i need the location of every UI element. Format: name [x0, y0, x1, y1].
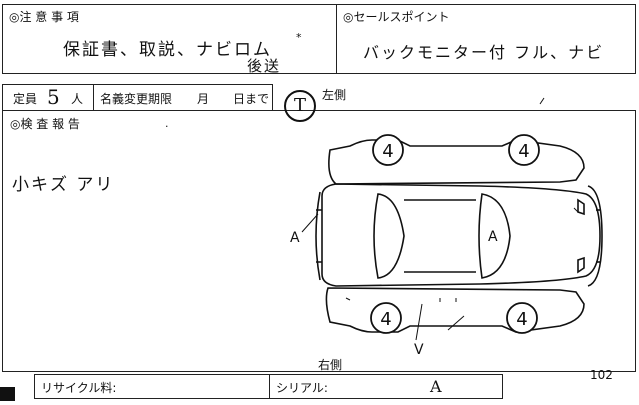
- rear-bumper: [315, 191, 321, 281]
- inspection-frame: [2, 110, 636, 372]
- left-side-label: 左側: [322, 88, 347, 102]
- mark-windshield: A: [488, 229, 498, 245]
- serial-box: シリアル: A: [269, 374, 503, 399]
- mark-left-door: A: [290, 230, 300, 246]
- sales-point-handwritten: バックモニター付 フル、ナビ: [363, 43, 605, 62]
- tread-front-right: 4: [516, 309, 527, 330]
- roof-line: [404, 199, 476, 273]
- capacity-label-suffix: 人: [71, 92, 84, 106]
- serial-mark: A: [430, 377, 444, 396]
- inspection-handwritten: 小キズ アリ: [12, 175, 115, 195]
- right-side-label: 右側: [318, 358, 343, 372]
- recycle-label: リサイクル料:: [41, 381, 117, 395]
- front-bumper: [587, 185, 603, 287]
- notes-box: ◎注 意 事 項 保証書、取説、ナビロム * 後送: [2, 4, 337, 75]
- tread-rear-left: 4: [382, 141, 393, 162]
- left-side-panel: [328, 139, 585, 185]
- notes-heading: ◎注 意 事 項: [9, 10, 79, 24]
- inspection-dot: ·: [165, 120, 169, 133]
- right-side-panel: [325, 287, 585, 333]
- recycle-box: リサイクル料:: [34, 374, 270, 399]
- sales-point-heading: ◎セールスポイント: [343, 10, 450, 24]
- windshield: [478, 193, 511, 279]
- tire-rear-left: [372, 134, 404, 166]
- capacity-handwritten-count: 5: [47, 85, 62, 109]
- drive-mark: T: [293, 95, 306, 116]
- tire-rear-right: [370, 302, 402, 334]
- notes-handwritten-line1: 保証書、取説、ナビロム: [63, 40, 272, 60]
- car-body-outline: [321, 183, 601, 287]
- drive-mark-circle: T: [284, 90, 316, 122]
- tire-front-left: [508, 134, 540, 166]
- tread-front-left: 4: [518, 141, 529, 162]
- registration-change-box: 名義変更期限 月 日まで: [93, 84, 273, 111]
- registration-change-label: 名義変更期限: [100, 92, 173, 106]
- footer-black-mark: [0, 387, 15, 401]
- rear-window: [373, 193, 405, 279]
- inspection-heading: ◎検 査 報 告: [10, 117, 80, 131]
- registration-change-day-label: 日まで: [233, 92, 270, 106]
- capacity-label-prefix: 定員: [13, 92, 38, 106]
- mark-bottom: V: [414, 342, 424, 358]
- registration-change-month-label: 月: [197, 92, 210, 106]
- sales-point-box: ◎セールスポイント バックモニター付 フル、ナビ: [336, 4, 636, 74]
- tire-front-right: [506, 302, 538, 334]
- serial-label: シリアル:: [276, 381, 328, 395]
- page-number: 102: [590, 368, 613, 382]
- tread-rear-right: 4: [380, 309, 391, 330]
- notes-mark: *: [296, 31, 302, 44]
- notes-handwritten-line2: 後送: [247, 57, 282, 75]
